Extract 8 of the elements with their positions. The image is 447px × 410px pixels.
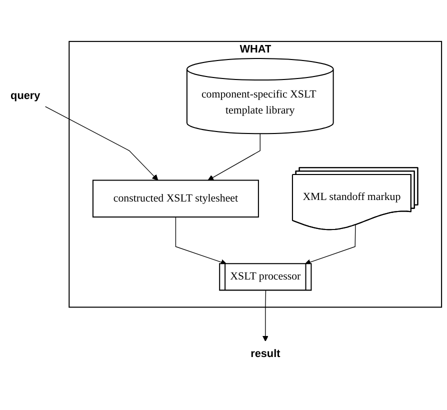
arrow (175, 217, 227, 266)
arrow (208, 134, 260, 181)
node-text: query (10, 90, 40, 102)
arrow (304, 225, 356, 266)
node-box: constructed XSLT stylesheet (92, 180, 259, 218)
node-text: result (250, 348, 280, 360)
arrow (262, 290, 268, 342)
arrow (44, 106, 158, 181)
